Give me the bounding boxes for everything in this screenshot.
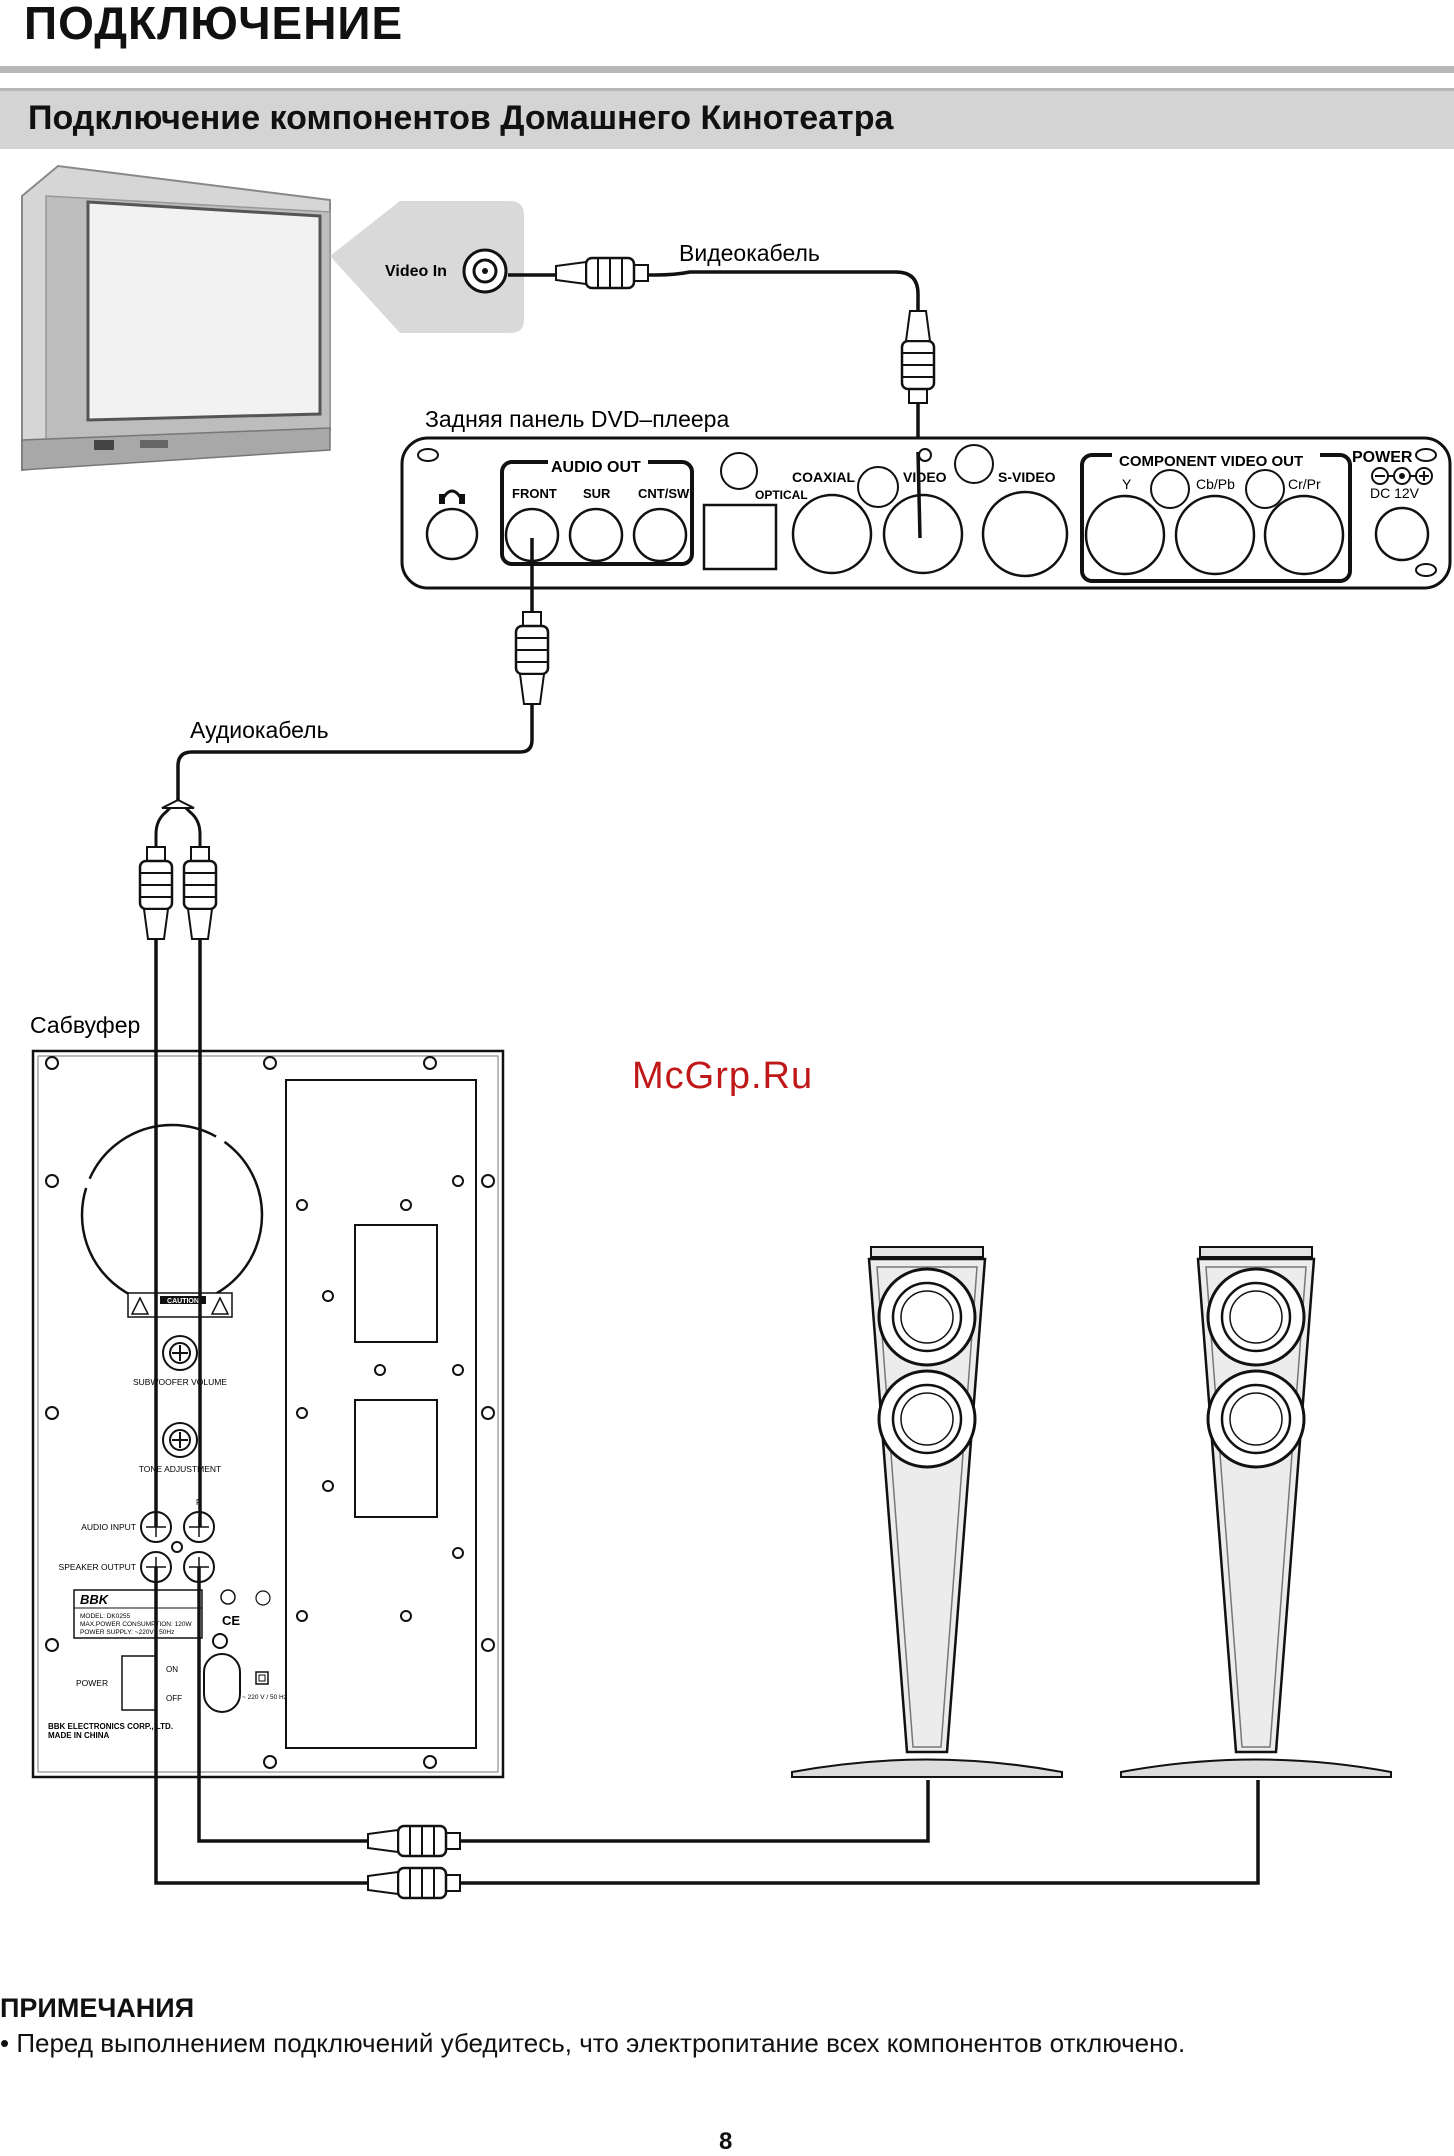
- video-plug-tv: [554, 256, 650, 290]
- svg-text:MAX.POWER CONSUMPTION: 120W: MAX.POWER CONSUMPTION: 120W: [80, 1621, 192, 1628]
- svg-text:POWER: POWER: [1352, 449, 1413, 466]
- svg-text:DC 12V: DC 12V: [1370, 485, 1420, 501]
- svg-text:SPEAKER OUTPUT: SPEAKER OUTPUT: [59, 1562, 136, 1572]
- video-cable: [508, 270, 920, 310]
- svg-text:POWER SUPPLY: ~220V / 50Hz: POWER SUPPLY: ~220V / 50Hz: [80, 1629, 174, 1636]
- svg-text:POWER: POWER: [76, 1678, 108, 1688]
- dvd-rear-panel: AUDIO OUT FRONT SUR CNT/SW OPTICAL COAXI…: [400, 436, 1452, 590]
- dvd-panel-label: Задняя панель DVD–плеера: [425, 406, 729, 432]
- subwoofer-panel: CAUTION SUBWOOFER VOLUME TONE ADJUSTMENT…: [31, 1049, 505, 1779]
- tv-set: [21, 164, 331, 472]
- dc-jack: [1374, 506, 1430, 562]
- cr-jack: [1263, 494, 1345, 576]
- sur-jack: [568, 507, 624, 563]
- audio-plug-dvd: [514, 610, 550, 706]
- audio-plug-right: [182, 845, 218, 941]
- svg-text:~ 220 V / 50 Hz: ~ 220 V / 50 Hz: [242, 1694, 287, 1701]
- cb-jack: [1174, 494, 1256, 576]
- bbk-logo: BBK: [80, 1592, 110, 1607]
- svg-text:ON: ON: [166, 1665, 178, 1674]
- notes-heading: ПРИМЕЧАНИЯ: [0, 1993, 195, 2023]
- coaxial-jack: [791, 493, 873, 575]
- svg-text:AUDIO OUT: AUDIO OUT: [551, 459, 641, 476]
- svg-text:CE: CE: [222, 1613, 240, 1628]
- front-speaker-left: [790, 1245, 1064, 1779]
- svg-text:SUBWOOFER VOLUME: SUBWOOFER VOLUME: [133, 1377, 227, 1387]
- svg-text:VIDEO: VIDEO: [903, 469, 947, 485]
- svg-text:CNT/SW: CNT/SW: [638, 486, 690, 501]
- svg-text:MADE IN CHINA: MADE IN CHINA: [48, 1731, 110, 1740]
- svg-text:OPTICAL: OPTICAL: [755, 488, 808, 502]
- front-speaker-right: [1119, 1245, 1393, 1779]
- video-in-label: Video In: [385, 263, 447, 280]
- video-jack: [882, 493, 964, 575]
- svg-text:BBK ELECTRONICS CORP., LTD.: BBK ELECTRONICS CORP., LTD.: [48, 1722, 173, 1731]
- svg-text:OFF: OFF: [166, 1694, 182, 1703]
- video-in-callout: [330, 201, 524, 333]
- svg-text:S-VIDEO: S-VIDEO: [998, 469, 1056, 485]
- y-jack: [1084, 494, 1166, 576]
- subwoofer-label: Сабвуфер: [30, 1012, 140, 1038]
- svg-text:CAUTION: CAUTION: [167, 1298, 199, 1305]
- svg-text:FRONT: FRONT: [512, 486, 557, 501]
- audio-cable: [176, 704, 534, 800]
- watermark: McGrp.Ru: [632, 1055, 814, 1097]
- speaker-wire-left: [197, 1567, 930, 1843]
- video-plug-dvd: [900, 309, 936, 405]
- speaker-plug-right: [366, 1866, 462, 1900]
- section-banner: Подключение компонентов Домашнего Киноте…: [0, 88, 1454, 149]
- svg-text:MODEL: DK0255: MODEL: DK0255: [80, 1613, 131, 1620]
- svg-text:AUDIO INPUT: AUDIO INPUT: [81, 1522, 136, 1532]
- svg-text:SUR: SUR: [583, 486, 611, 501]
- video-cable-label: Видеокабель: [679, 240, 820, 266]
- s-video-jack: [981, 490, 1069, 578]
- note-item: • Перед выполнением подключений убедитес…: [0, 2028, 1186, 2058]
- cnt-sw-jack: [632, 507, 688, 563]
- svg-text:COMPONENT VIDEO OUT: COMPONENT VIDEO OUT: [1119, 453, 1303, 470]
- svg-text:TONE ADJUSTMENT: TONE ADJUSTMENT: [139, 1464, 222, 1474]
- optical-jack: [702, 503, 778, 571]
- video-in-jack: [462, 248, 508, 294]
- header-divider: [0, 66, 1454, 73]
- audio-cable-label: Аудиокабель: [190, 717, 329, 743]
- svg-text:Cr/Pr: Cr/Pr: [1288, 476, 1321, 492]
- svg-text:Y: Y: [1122, 476, 1132, 492]
- page-number: 8: [719, 2128, 733, 2155]
- speaker-plug-left: [366, 1824, 462, 1858]
- page-title: ПОДКЛЮЧЕНИЕ: [24, 0, 404, 49]
- speaker-wire-right: [154, 1567, 1260, 1885]
- svg-text:COAXIAL: COAXIAL: [792, 469, 855, 485]
- section-title: Подключение компонентов Домашнего Киноте…: [28, 99, 894, 137]
- svg-text:Cb/Pb: Cb/Pb: [1196, 476, 1235, 492]
- audio-plug-left: [138, 845, 174, 941]
